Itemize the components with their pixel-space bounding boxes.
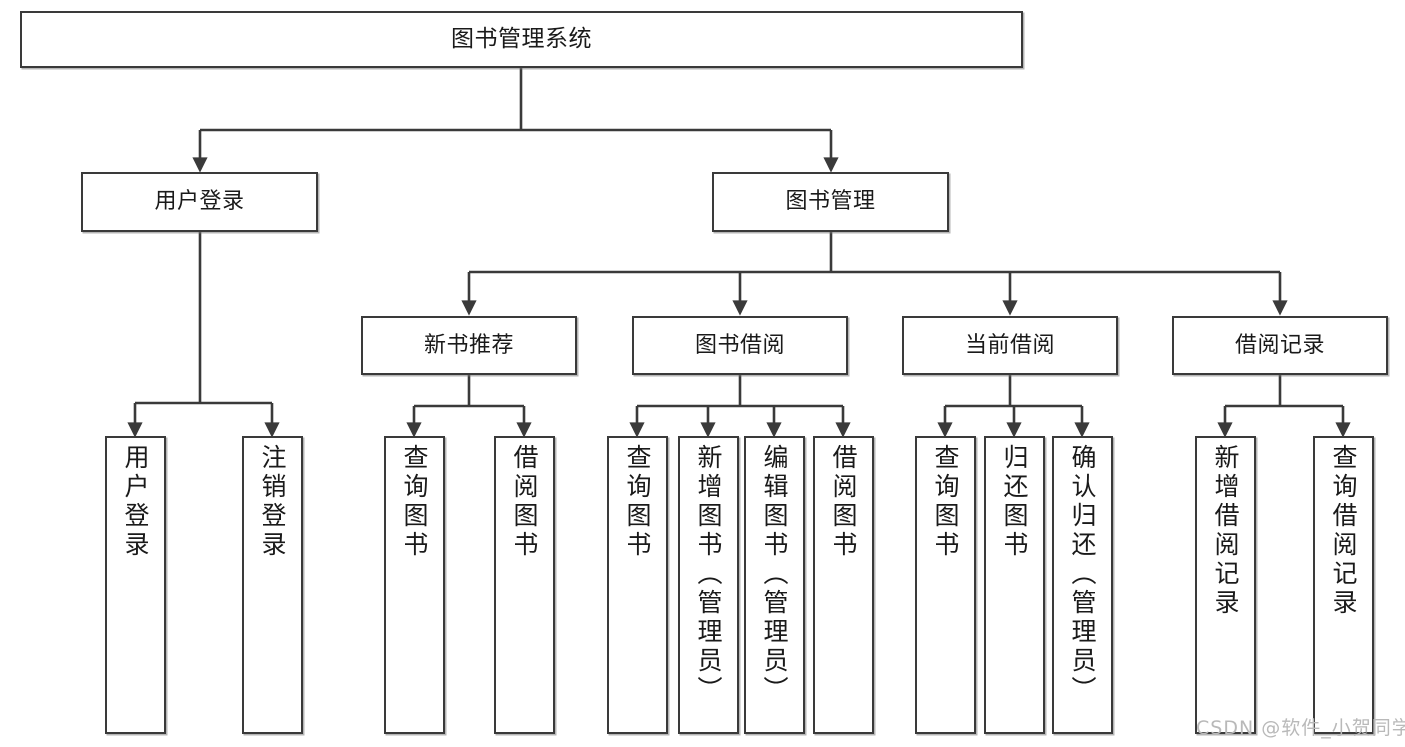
node-leaf-query-book-1-label: 查询图书 (400, 444, 429, 560)
node-leaf-confirm-return[interactable]: 确认归还（管理员） (1052, 436, 1113, 734)
node-book-manage-label: 图书管理 (785, 189, 876, 215)
node-new-book-rec-label: 新书推荐 (423, 332, 514, 358)
node-leaf-return-book-label: 归还图书 (1000, 444, 1029, 560)
node-book-manage[interactable]: 图书管理 (712, 172, 949, 232)
node-root[interactable]: 图书管理系统 (20, 11, 1023, 68)
node-user-login[interactable]: 用户登录 (81, 172, 318, 232)
node-leaf-borrow-book-1-label: 借阅图书 (510, 444, 539, 560)
node-borrow-record-label: 借阅记录 (1234, 332, 1325, 358)
node-leaf-borrow-book-2[interactable]: 借阅图书 (813, 436, 874, 734)
node-leaf-confirm-return-label: 确认归还（管理员） (1068, 444, 1097, 705)
node-borrow-record[interactable]: 借阅记录 (1172, 316, 1388, 375)
node-leaf-add-book[interactable]: 新增图书（管理员） (678, 436, 739, 734)
node-leaf-query-book-2-label: 查询图书 (623, 444, 652, 560)
node-new-book-rec[interactable]: 新书推荐 (361, 316, 577, 375)
node-leaf-user-logout[interactable]: 注销登录 (242, 436, 303, 734)
node-user-login-label: 用户登录 (154, 189, 245, 215)
node-leaf-query-book-1[interactable]: 查询图书 (384, 436, 445, 734)
node-leaf-borrow-book-1[interactable]: 借阅图书 (494, 436, 555, 734)
node-root-label: 图书管理系统 (451, 25, 592, 52)
node-leaf-query-book-3[interactable]: 查询图书 (915, 436, 976, 734)
node-leaf-add-book-label: 新增图书（管理员） (694, 444, 723, 705)
node-leaf-return-book[interactable]: 归还图书 (984, 436, 1045, 734)
node-leaf-add-record[interactable]: 新增借阅记录 (1195, 436, 1256, 734)
node-leaf-user-login[interactable]: 用户登录 (105, 436, 166, 734)
watermark-text: CSDN @软件_小贺同学 (1196, 717, 1405, 739)
node-leaf-query-book-2[interactable]: 查询图书 (607, 436, 668, 734)
node-leaf-query-record[interactable]: 查询借阅记录 (1313, 436, 1374, 734)
node-leaf-query-record-label: 查询借阅记录 (1329, 444, 1358, 618)
node-book-borrow-label: 图书借阅 (694, 332, 785, 358)
node-leaf-user-login-label: 用户登录 (121, 444, 150, 560)
node-leaf-edit-book[interactable]: 编辑图书（管理员） (744, 436, 805, 734)
node-leaf-user-logout-label: 注销登录 (258, 444, 287, 560)
node-current-borrow-label: 当前借阅 (964, 332, 1055, 358)
node-leaf-borrow-book-2-label: 借阅图书 (829, 444, 858, 560)
node-book-borrow[interactable]: 图书借阅 (632, 316, 848, 375)
node-leaf-query-book-3-label: 查询图书 (931, 444, 960, 560)
node-leaf-edit-book-label: 编辑图书（管理员） (760, 444, 789, 705)
node-current-borrow[interactable]: 当前借阅 (902, 316, 1118, 375)
node-leaf-add-record-label: 新增借阅记录 (1211, 444, 1240, 618)
